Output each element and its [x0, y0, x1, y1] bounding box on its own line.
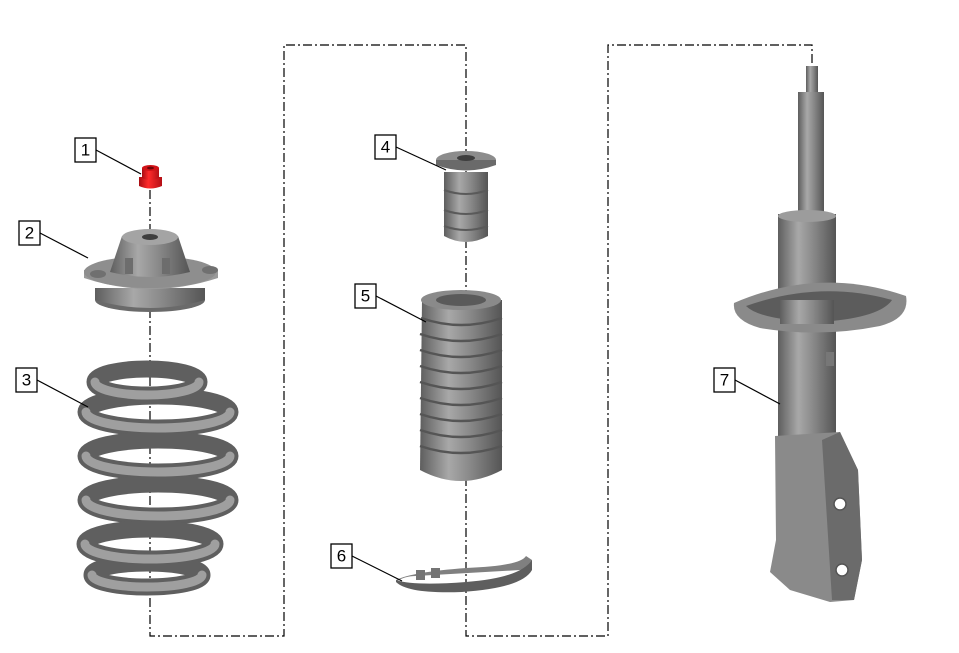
- callout-3: 3: [15, 367, 38, 393]
- leader-line-4: [395, 146, 447, 171]
- callout-4: 4: [374, 134, 397, 160]
- nut-part: [139, 165, 162, 189]
- leader-line-1: [95, 149, 142, 175]
- upper-strut-mount-part: [84, 229, 218, 312]
- leader-line-6: [351, 555, 403, 582]
- callout-2: 2: [18, 220, 41, 246]
- callout-1: 1: [74, 137, 97, 163]
- callout-3-label: 3: [22, 371, 31, 390]
- callout-1-label: 1: [81, 141, 90, 160]
- leader-line-5: [375, 295, 427, 323]
- lower-spring-seat-part: [396, 556, 532, 593]
- leader-line-3: [36, 379, 89, 408]
- callout-5-label: 5: [361, 287, 370, 306]
- leader-line-2: [39, 232, 89, 259]
- callout-7-label: 7: [720, 371, 729, 390]
- callout-2-label: 2: [25, 224, 34, 243]
- leader-lines: [36, 146, 781, 582]
- assembly-lines: [149, 44, 813, 637]
- shock-absorber-part: [733, 66, 907, 602]
- callout-5: 5: [354, 283, 377, 309]
- callout-6-label: 6: [337, 547, 346, 566]
- coil-spring-part: [76, 360, 239, 596]
- callout-6: 6: [330, 543, 353, 569]
- callout-4-label: 4: [381, 138, 390, 157]
- bump-stop-part: [436, 151, 496, 242]
- callout-7: 7: [713, 367, 736, 393]
- dust-boot-part: [419, 290, 503, 481]
- leader-line-7: [734, 379, 781, 405]
